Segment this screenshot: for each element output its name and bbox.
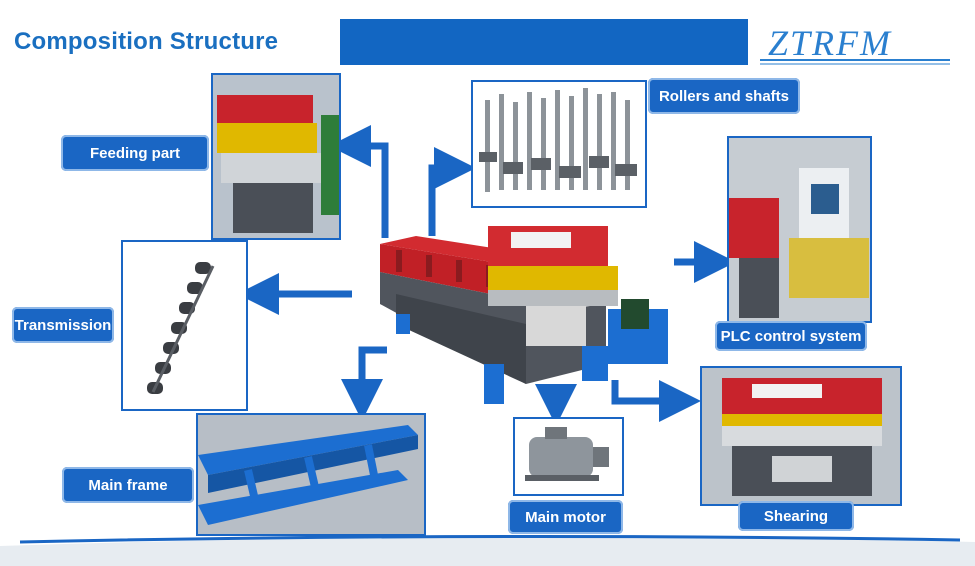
page-title: Composition Structure <box>14 28 279 55</box>
plc-control-system-label: PLC control system <box>715 321 867 351</box>
arrow-to-main-frame <box>341 346 387 421</box>
rollers-shafts-label: Rollers and shafts <box>648 78 800 114</box>
rollers-shafts-photo <box>471 80 647 208</box>
transmission-label: Transmission <box>12 307 114 343</box>
shearing-label: Shearing <box>738 501 854 531</box>
header-bar <box>340 19 748 65</box>
arrow-to-shearing <box>611 380 701 422</box>
company-logo: ZTRFM <box>760 23 950 65</box>
roll-forming-machine <box>380 226 668 404</box>
main-motor-photo <box>513 417 624 496</box>
main-frame-label: Main frame <box>62 467 194 503</box>
feeding-part-photo <box>211 73 341 240</box>
feeding-part-label: Feeding part <box>61 135 209 171</box>
main-frame-photo <box>196 413 426 536</box>
transmission-photo <box>121 240 248 411</box>
main-motor-label: Main motor <box>508 500 623 534</box>
floor-decoration <box>0 534 975 566</box>
logo-text: ZTRFM <box>768 23 892 63</box>
plc-control-system-photo <box>727 136 872 323</box>
arrow-to-rollers <box>428 147 476 236</box>
shearing-photo <box>700 366 902 506</box>
arrow-to-feeding <box>329 125 389 238</box>
